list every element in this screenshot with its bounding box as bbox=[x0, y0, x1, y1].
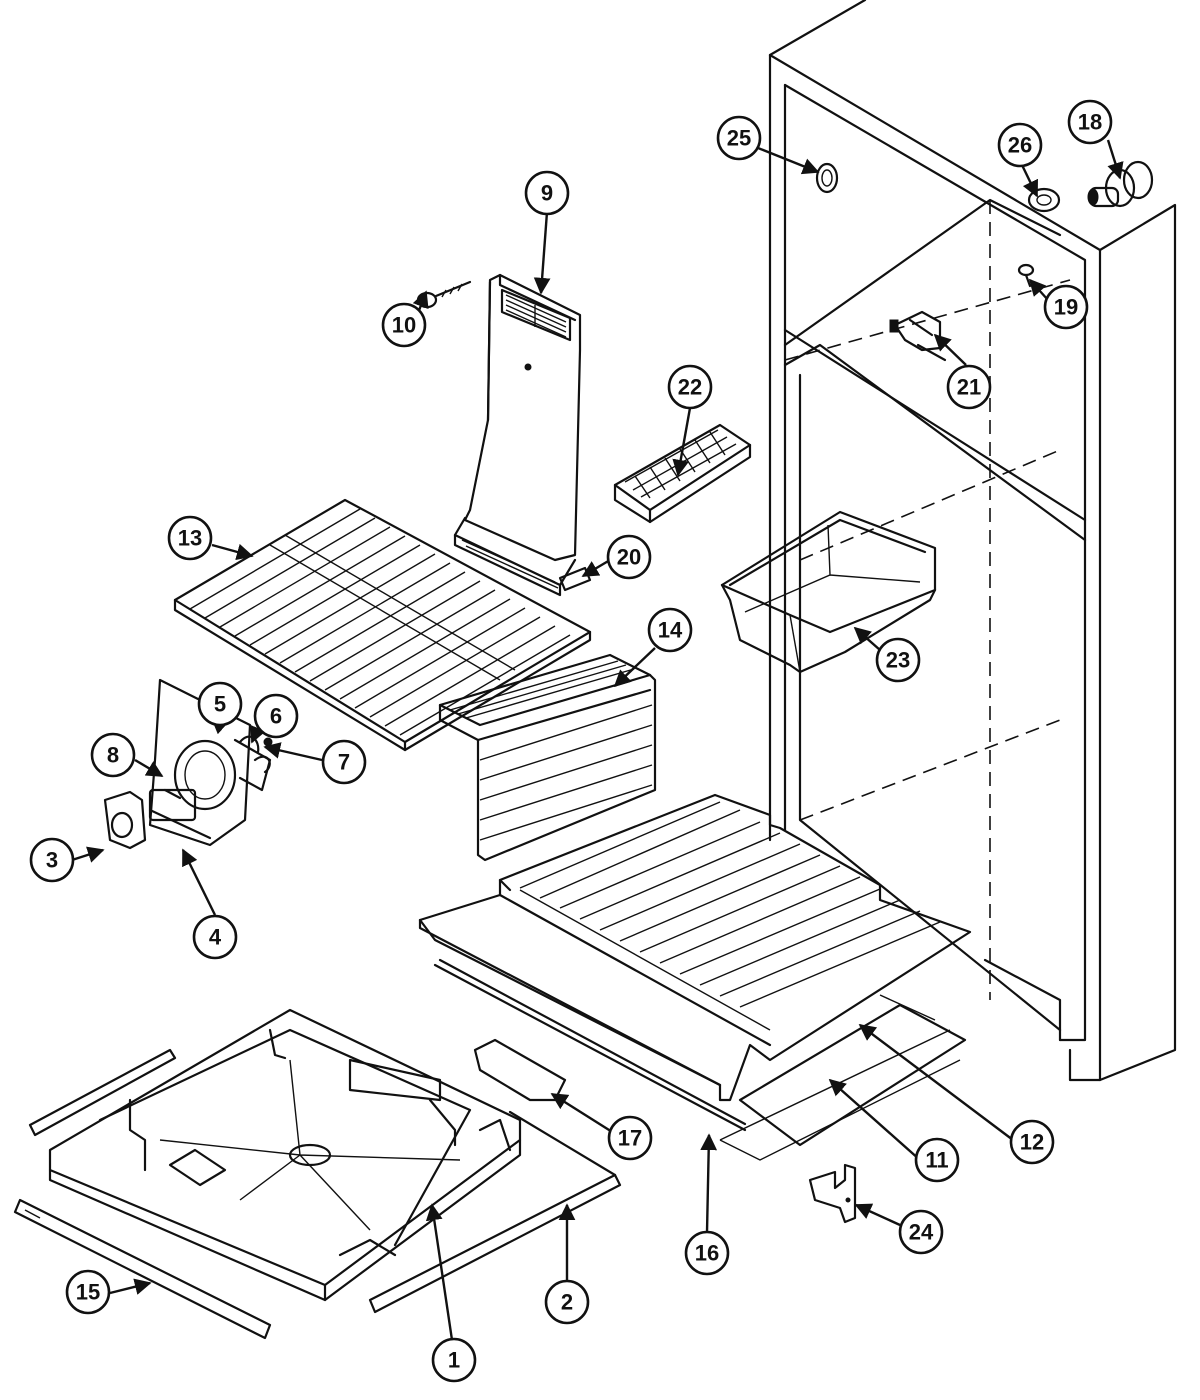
callout-18: 18 bbox=[1067, 99, 1113, 145]
part-14-evaporator-cover bbox=[438, 653, 657, 862]
part-13-wire-shelf bbox=[173, 498, 592, 752]
left-rail bbox=[28, 1048, 177, 1137]
part-12-crisper-cover bbox=[418, 793, 972, 1102]
cabinet-liner bbox=[768, 0, 1177, 1082]
callout-22: 22 bbox=[667, 364, 713, 410]
callout-3: 3 bbox=[29, 837, 75, 883]
callout-6: 6 bbox=[253, 693, 299, 739]
svg-text:10: 10 bbox=[392, 313, 416, 338]
part-20-grille bbox=[461, 539, 592, 592]
callout-25: 25 bbox=[716, 115, 762, 161]
callout-2: 2 bbox=[544, 1279, 590, 1325]
callout-12: 12 bbox=[1009, 1119, 1055, 1165]
svg-text:13: 13 bbox=[178, 526, 202, 551]
part-17-lamp-shield bbox=[473, 1038, 567, 1102]
callout-23: 23 bbox=[875, 637, 921, 683]
callout-26: 26 bbox=[997, 122, 1043, 168]
callout-24: 24 bbox=[898, 1209, 944, 1255]
svg-text:25: 25 bbox=[727, 126, 751, 151]
svg-text:1: 1 bbox=[448, 1348, 460, 1373]
callout-19: 19 bbox=[1043, 284, 1089, 330]
svg-text:16: 16 bbox=[695, 1241, 719, 1266]
svg-text:23: 23 bbox=[886, 648, 910, 673]
part-22-ice-tray bbox=[613, 423, 752, 524]
svg-text:26: 26 bbox=[1008, 133, 1032, 158]
callout-20: 20 bbox=[606, 534, 652, 580]
svg-text:5: 5 bbox=[214, 692, 226, 717]
callout-13: 13 bbox=[167, 515, 213, 561]
part-2-rail bbox=[368, 1110, 622, 1314]
part-1-freezer-floor bbox=[48, 1008, 522, 1302]
svg-text:18: 18 bbox=[1078, 110, 1102, 135]
leader-lines bbox=[71, 139, 1124, 1341]
part-11-crisper-base bbox=[738, 994, 967, 1147]
callout-16: 16 bbox=[684, 1230, 730, 1276]
callout-4: 4 bbox=[192, 914, 238, 960]
part-26-grommet bbox=[1027, 187, 1061, 213]
svg-text:6: 6 bbox=[270, 704, 282, 729]
callout-9: 9 bbox=[524, 170, 570, 216]
callout-11: 11 bbox=[914, 1137, 960, 1183]
svg-text:3: 3 bbox=[46, 848, 58, 873]
callout-5: 5 bbox=[197, 681, 243, 727]
callout-10: 10 bbox=[381, 302, 427, 348]
part-23-bin bbox=[720, 510, 937, 674]
svg-text:9: 9 bbox=[541, 181, 553, 206]
callout-7: 7 bbox=[321, 739, 367, 785]
callout-15: 15 bbox=[65, 1269, 111, 1315]
svg-text:4: 4 bbox=[209, 925, 222, 950]
svg-text:11: 11 bbox=[925, 1148, 948, 1173]
svg-text:24: 24 bbox=[909, 1220, 934, 1245]
part-15-rail bbox=[13, 1198, 272, 1340]
callout-21: 21 bbox=[946, 364, 992, 410]
part-19-screw bbox=[1017, 263, 1035, 288]
svg-text:15: 15 bbox=[76, 1280, 100, 1305]
svg-text:21: 21 bbox=[957, 375, 981, 400]
svg-text:8: 8 bbox=[107, 743, 119, 768]
svg-text:7: 7 bbox=[338, 750, 350, 775]
svg-text:20: 20 bbox=[617, 545, 641, 570]
svg-text:22: 22 bbox=[678, 375, 702, 400]
part-24-hinge bbox=[808, 1163, 857, 1224]
part-9-air-duct bbox=[453, 273, 582, 597]
part-16-rail bbox=[433, 958, 961, 1161]
part-25-cap bbox=[815, 162, 839, 194]
callout-14: 14 bbox=[647, 607, 693, 653]
svg-text:19: 19 bbox=[1054, 295, 1078, 320]
part-18-control-knob bbox=[1087, 160, 1154, 208]
callout-17: 17 bbox=[607, 1115, 653, 1161]
callout-8: 8 bbox=[90, 732, 136, 778]
svg-text:14: 14 bbox=[658, 618, 683, 643]
callout-1: 1 bbox=[431, 1337, 477, 1383]
svg-text:12: 12 bbox=[1020, 1130, 1044, 1155]
svg-text:2: 2 bbox=[561, 1290, 573, 1315]
svg-text:17: 17 bbox=[618, 1126, 642, 1151]
